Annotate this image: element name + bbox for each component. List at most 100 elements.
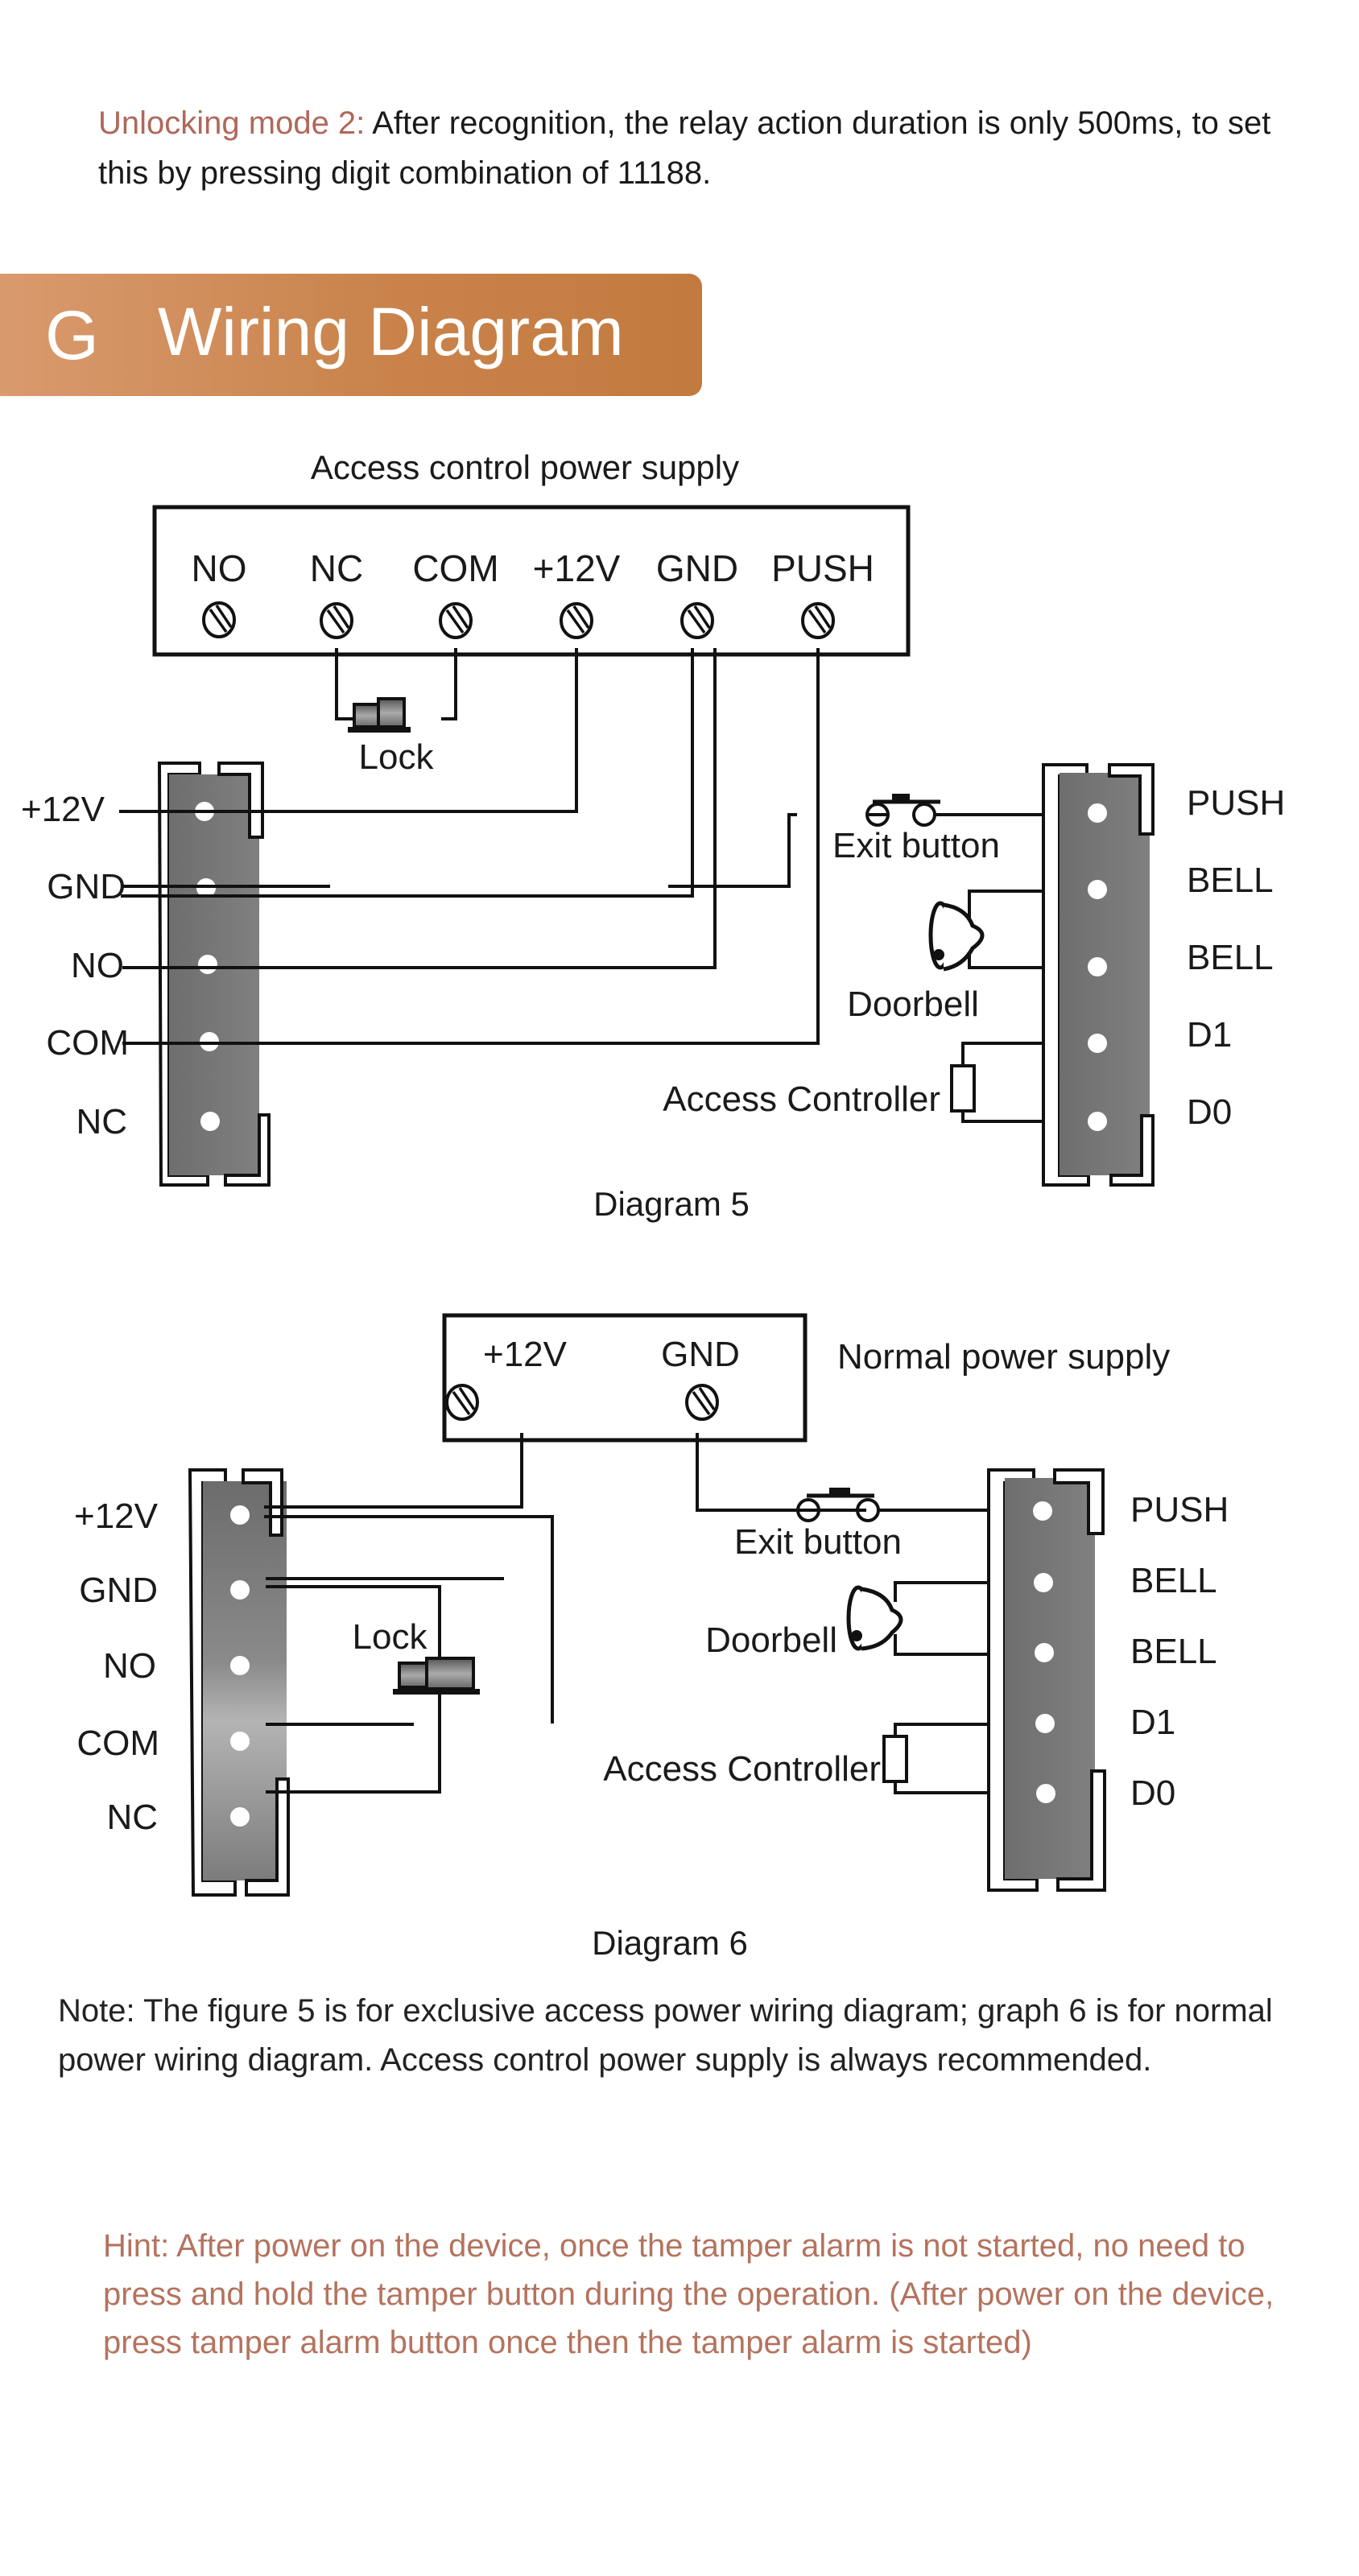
d5-right-label-bell-1: BELL xyxy=(1187,861,1274,900)
note-paragraph: Note: The figure 5 is for exclusive acce… xyxy=(58,1993,1273,2078)
d6-supply-terminal-12v: +12V xyxy=(483,1335,568,1374)
d5-left-terminal-block xyxy=(157,762,271,1187)
screw-terminal-icon xyxy=(202,601,236,638)
pin-icon xyxy=(230,1656,250,1675)
wire xyxy=(961,1042,1067,1066)
d6-left-label-nc: NC xyxy=(106,1798,158,1837)
pin-icon xyxy=(200,1112,220,1131)
d5-supply-terminal-gnd: GND xyxy=(656,547,738,589)
wire xyxy=(264,1515,554,1724)
d6-doorbell-label: Doorbell xyxy=(705,1620,837,1660)
d5-right-label-bell-2: BELL xyxy=(1187,938,1274,977)
wire xyxy=(894,1581,1014,1602)
d5-left-label-nc: NC xyxy=(76,1102,127,1141)
d6-right-label-push: PUSH xyxy=(1130,1490,1229,1530)
screw-terminal-icon xyxy=(680,602,714,639)
d5-supply-terminal-com: COM xyxy=(412,547,498,589)
d5-caption: Diagram 5 xyxy=(593,1185,750,1223)
wire xyxy=(961,1109,1067,1123)
d5-supply-terminal-push: PUSH xyxy=(771,547,874,589)
d6-access-controller-label: Access Controller xyxy=(603,1749,881,1789)
d5-power-supply-box xyxy=(152,505,911,657)
hint-paragraph: Hint: After power on the device, once th… xyxy=(103,2228,1274,2360)
d5-access-controller-label: Access Controller xyxy=(663,1080,940,1119)
screw-terminal-icon xyxy=(320,602,353,639)
d6-supply-title: Normal power supply xyxy=(837,1337,1170,1377)
diagram-6: +12V GND Normal power supply +12V GND NO… xyxy=(74,1313,1229,1962)
d6-right-label-d1: D1 xyxy=(1130,1703,1175,1742)
wire xyxy=(119,648,578,813)
pin-icon xyxy=(198,955,217,974)
wire xyxy=(894,1723,1014,1736)
d5-supply-terminal-nc: NC xyxy=(310,547,363,589)
d6-right-label-d0: D0 xyxy=(1130,1773,1175,1813)
pin-icon xyxy=(230,1807,250,1827)
d5-doorbell-label: Doorbell xyxy=(847,985,979,1024)
d6-exit-button-label: Exit button xyxy=(734,1522,902,1562)
wire xyxy=(894,1781,1014,1794)
pin-icon xyxy=(1088,880,1107,899)
section-title: Wiring Diagram xyxy=(158,294,624,369)
screw-terminal-icon xyxy=(439,602,473,639)
d5-left-label-no: NO xyxy=(71,946,124,985)
diagram-5: Access control power supply NO NC COM +1… xyxy=(21,448,1285,1223)
pin-icon xyxy=(1088,803,1107,823)
wire xyxy=(894,1634,1014,1656)
d5-lock-icon xyxy=(348,697,411,733)
pin-icon xyxy=(230,1580,250,1600)
wire xyxy=(696,1433,866,1512)
pin-icon xyxy=(230,1732,250,1751)
d6-caption: Diagram 6 xyxy=(592,1924,748,1962)
section-letter: G xyxy=(45,297,99,374)
pin-icon xyxy=(1088,1034,1107,1053)
d5-exit-button-icon xyxy=(865,794,940,827)
pin-icon xyxy=(1035,1714,1055,1733)
screw-terminal-icon xyxy=(560,602,593,639)
d5-left-label-com: COM xyxy=(46,1023,129,1063)
unlocking-mode-paragraph: Unlocking mode 2: After recognition, the… xyxy=(98,98,1306,198)
d6-right-label-bell-2: BELL xyxy=(1130,1632,1217,1671)
d6-doorbell-icon xyxy=(846,1585,903,1651)
d6-lock-label: Lock xyxy=(353,1617,428,1657)
wire xyxy=(122,648,820,1045)
screw-terminal-icon xyxy=(801,602,835,639)
d6-left-label-com: COM xyxy=(76,1724,159,1763)
wire xyxy=(122,648,717,969)
pin-icon xyxy=(1088,1112,1107,1131)
pin-icon xyxy=(1036,1784,1055,1803)
d5-supply-terminal-12v: +12V xyxy=(533,547,621,589)
d5-supply-terminal-no: NO xyxy=(192,547,247,589)
d5-doorbell-icon xyxy=(928,901,985,972)
d6-lock-icon xyxy=(393,1657,480,1695)
d6-right-terminal-block xyxy=(987,1468,1106,1892)
d6-exit-button-icon xyxy=(796,1488,880,1522)
pin-icon xyxy=(1035,1643,1054,1662)
wire xyxy=(264,1433,523,1509)
d6-left-label-gnd: GND xyxy=(79,1571,158,1610)
wire xyxy=(668,813,797,888)
unlocking-mode-text: After recognition, the relay action dura… xyxy=(98,105,1271,191)
d6-supply-terminal-gnd: GND xyxy=(661,1335,740,1374)
d5-access-controller-icon xyxy=(950,1064,976,1113)
pin-icon xyxy=(230,1505,250,1525)
d5-exit-button-label: Exit button xyxy=(832,826,1000,865)
screw-terminal-icon xyxy=(445,1384,479,1421)
pin-icon xyxy=(1088,957,1107,976)
section-banner: G Wiring Diagram xyxy=(0,274,702,396)
d6-access-controller-icon xyxy=(882,1735,908,1783)
d5-supply-title: Access control power supply xyxy=(311,448,739,486)
pin-icon xyxy=(1033,1501,1052,1521)
d6-right-label-bell-1: BELL xyxy=(1130,1561,1217,1600)
d5-right-label-push: PUSH xyxy=(1187,783,1285,823)
wire xyxy=(968,890,1067,918)
d5-right-label-d1: D1 xyxy=(1187,1015,1232,1055)
d5-right-terminal-block xyxy=(1042,763,1155,1187)
d5-left-label-gnd: GND xyxy=(47,867,126,906)
d6-left-terminal-block xyxy=(188,1468,290,1897)
pin-icon xyxy=(1034,1573,1053,1592)
d6-left-label-no: NO xyxy=(103,1646,156,1686)
d5-left-label-12v: +12V xyxy=(21,790,105,829)
d6-left-label-12v: +12V xyxy=(74,1496,159,1536)
d6-power-supply-box xyxy=(442,1313,808,1443)
